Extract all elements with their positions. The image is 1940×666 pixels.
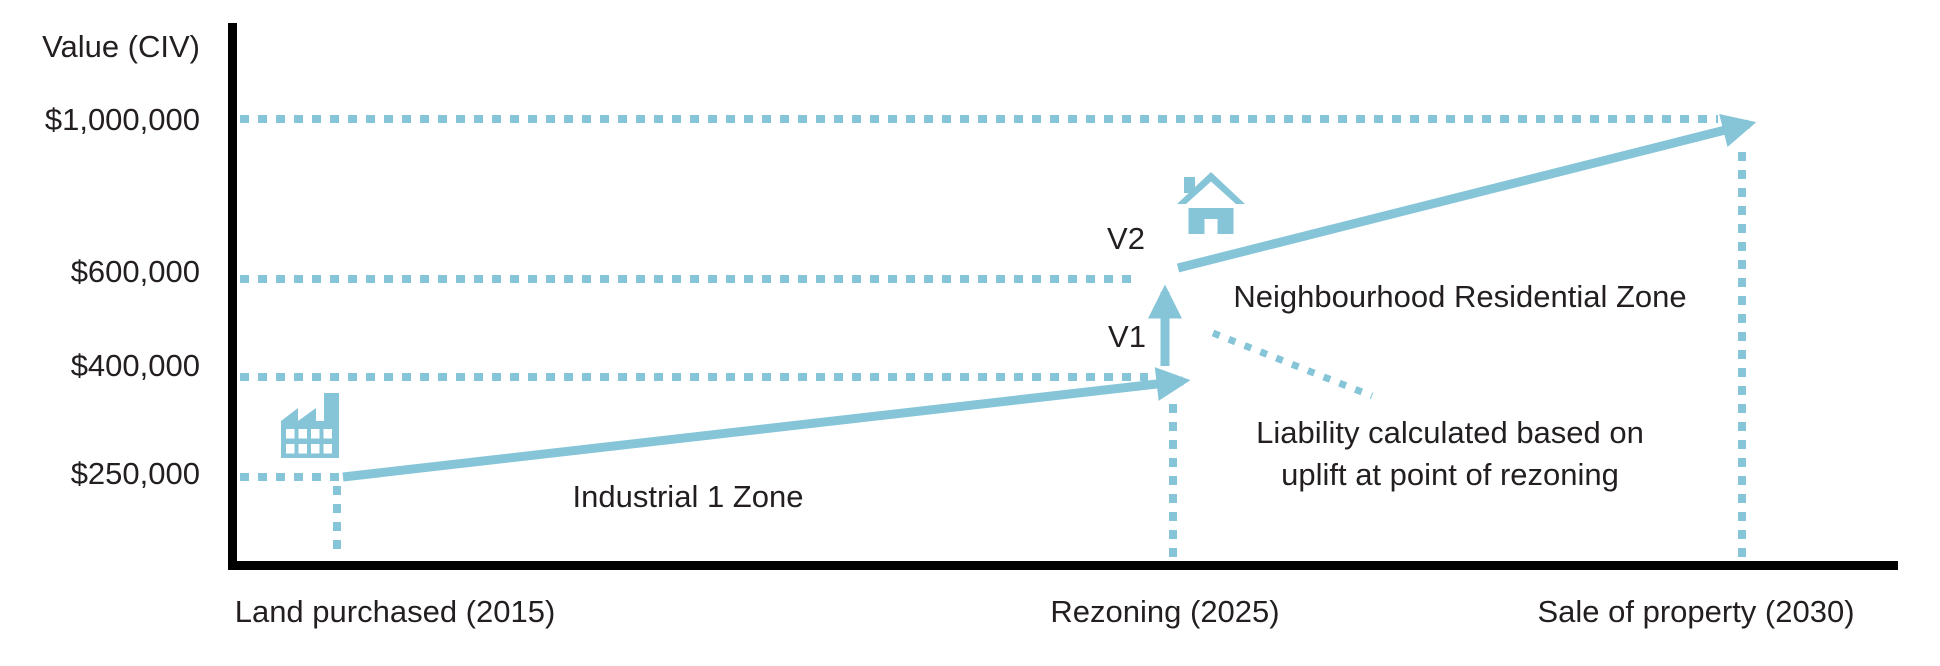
- y-tick-label-1000000: $1,000,000: [44, 102, 200, 137]
- v2-label: V2: [1107, 221, 1145, 256]
- x-label-sale-of-property: Sale of property (2030): [1537, 594, 1855, 629]
- value-line-industrial: [342, 367, 1191, 482]
- annotation-pointer-line: [1211, 329, 1374, 400]
- factory-icon: [281, 393, 339, 458]
- value-line-residential: [1176, 113, 1757, 273]
- x-label-rezoning: Rezoning (2025): [1050, 594, 1280, 629]
- liability-annotation: Liability calculated based on uplift at …: [1256, 412, 1644, 496]
- liability-annotation-line2: uplift at point of rezoning: [1281, 457, 1619, 492]
- y-tick-label-250000: $250,000: [70, 456, 200, 491]
- y-tick-label-600000: $600,000: [70, 254, 200, 289]
- liability-annotation-line1: Liability calculated based on: [1256, 415, 1644, 450]
- zone-label-residential: Neighbourhood Residential Zone: [1233, 279, 1687, 314]
- zone-label-industrial: Industrial 1 Zone: [572, 479, 804, 514]
- x-label-land-purchased: Land purchased (2015): [234, 594, 556, 629]
- x-axis: [228, 561, 1898, 570]
- v1-label: V1: [1108, 319, 1146, 354]
- y-axis: [228, 23, 237, 570]
- value-axis-title: Value (CIV): [42, 29, 200, 64]
- house-icon: [1177, 172, 1245, 234]
- y-tick-label-400000: $400,000: [70, 348, 200, 383]
